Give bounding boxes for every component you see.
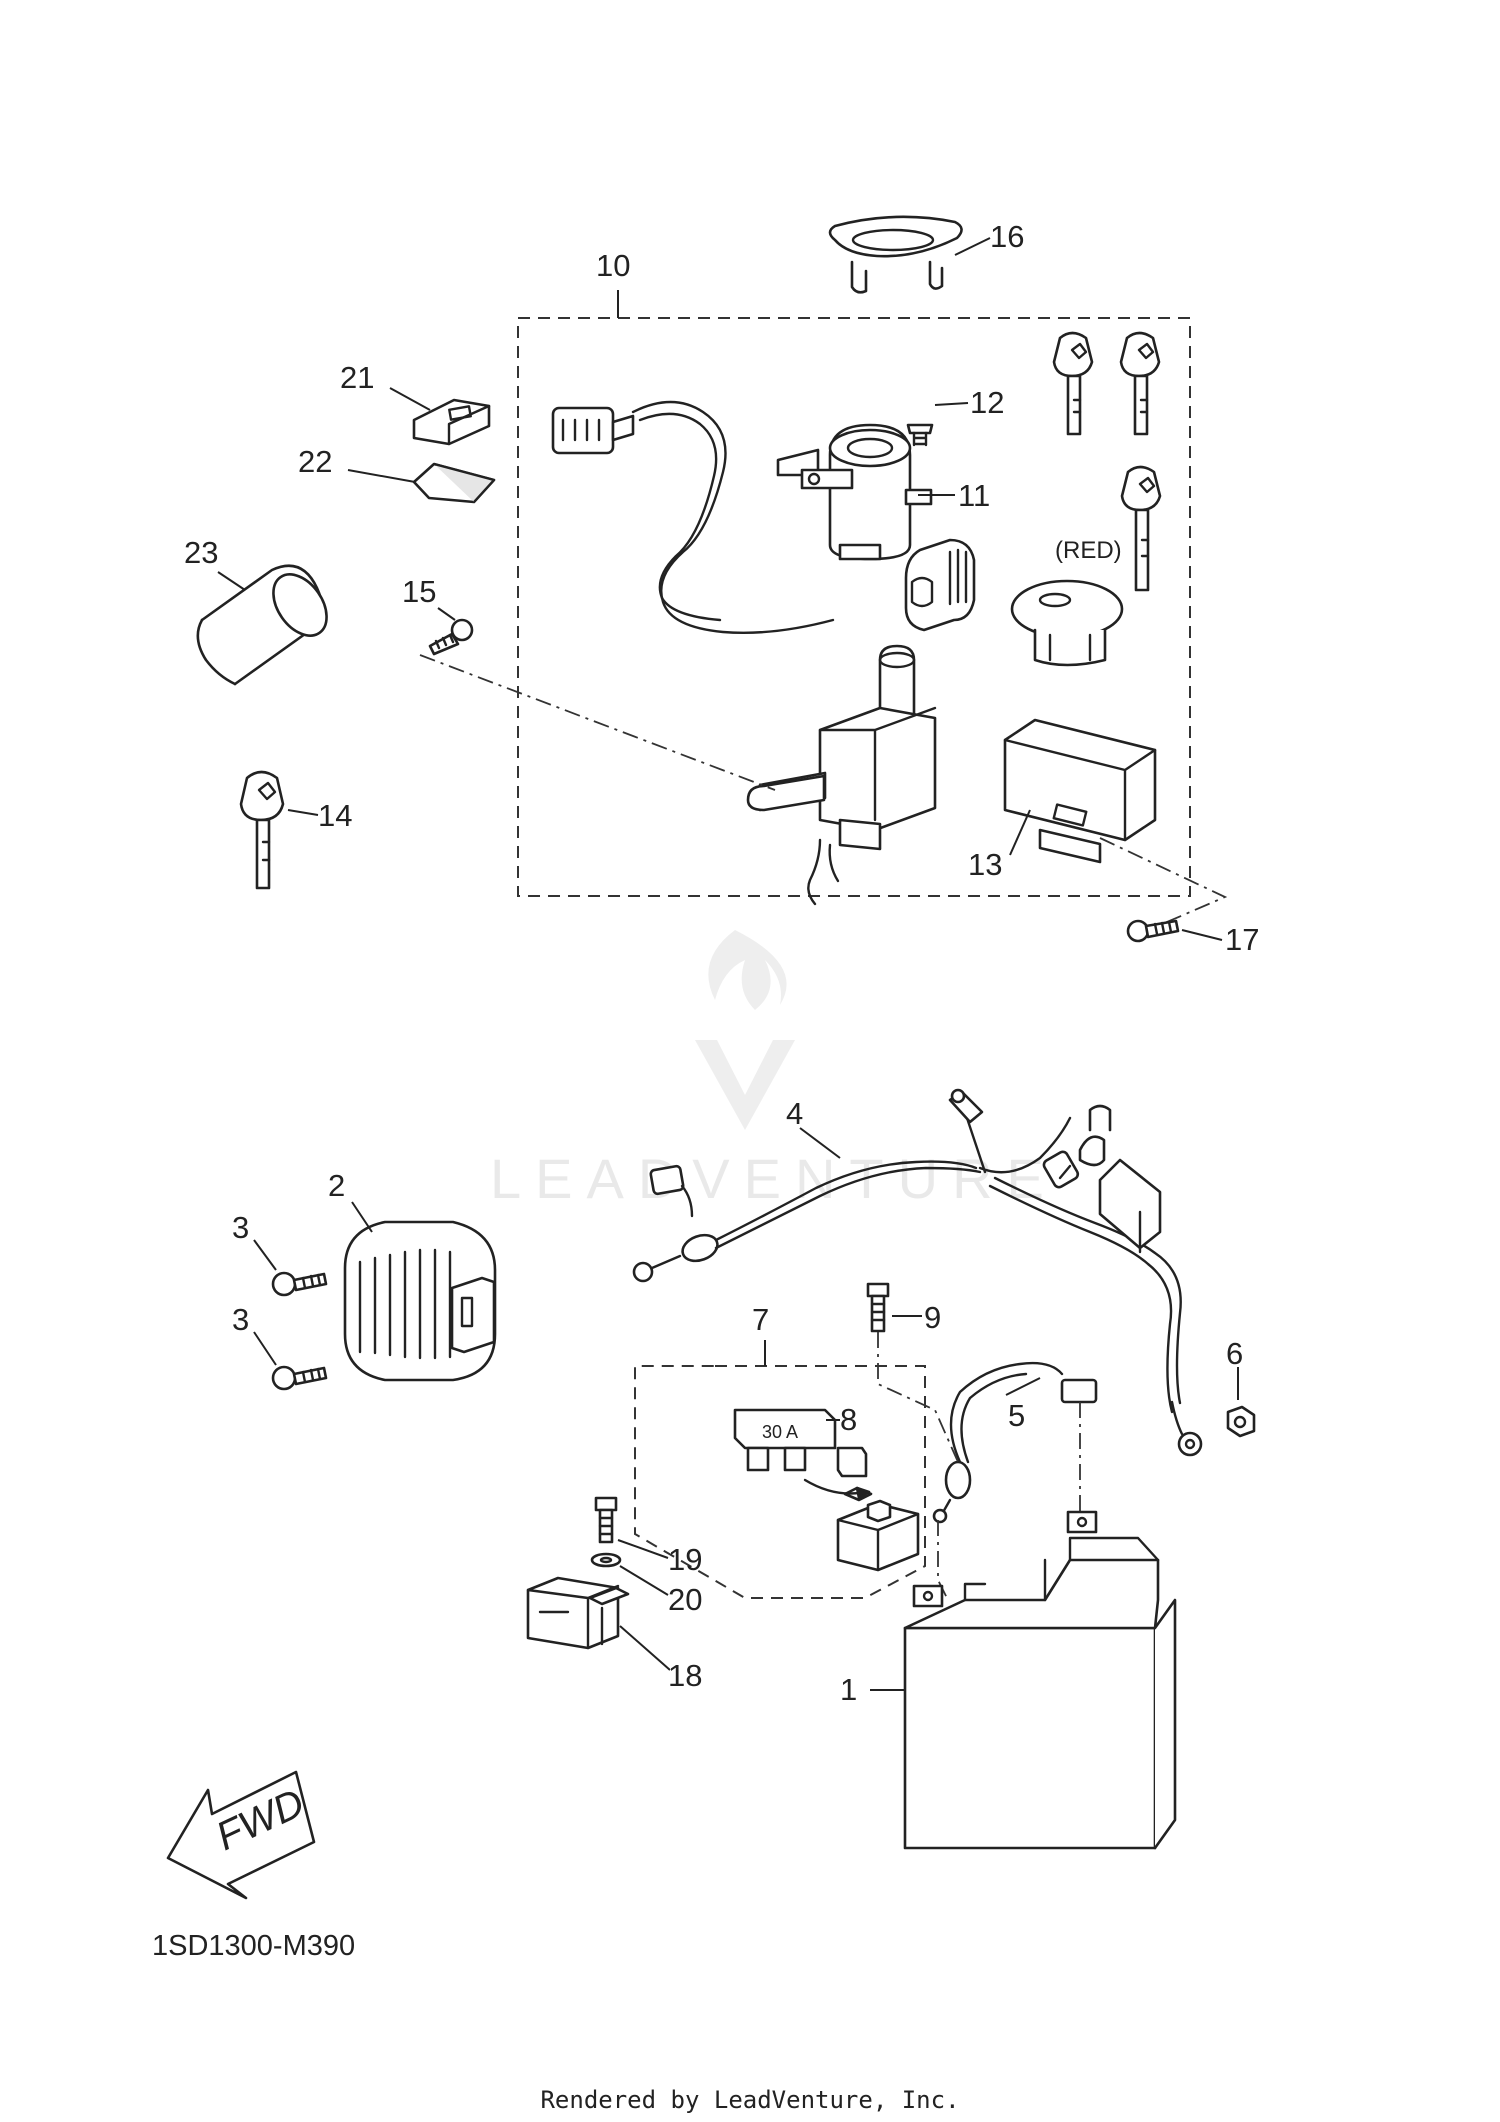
key-icon-kit-red: [1120, 465, 1162, 592]
callout-17: 17: [1225, 922, 1259, 957]
steering-lock-assembly: [746, 644, 937, 906]
part-14-key[interactable]: [239, 770, 285, 890]
part-23-tube[interactable]: [196, 564, 338, 686]
callout-8: 8: [840, 1402, 857, 1437]
part-15-screw[interactable]: [428, 618, 474, 656]
part-11-ignition-switch[interactable]: [551, 400, 933, 634]
starter-relay: [803, 1446, 920, 1572]
part-9-bolt[interactable]: [866, 1282, 890, 1333]
callout-9: 9: [924, 1300, 941, 1335]
callout-14: 14: [318, 798, 352, 833]
callout-5: 5: [1008, 1398, 1025, 1433]
part-4-wire-harness[interactable]: [632, 1088, 1203, 1457]
watermark: LEADVENTURE: [490, 930, 1058, 1210]
part-6-nut[interactable]: [1226, 1405, 1256, 1438]
lock-cylinder: [904, 538, 976, 632]
red-key-label: (RED): [1055, 537, 1122, 564]
part-3-bolt-upper[interactable]: [271, 1271, 328, 1297]
watermark-text: LEADVENTURE: [490, 1147, 1058, 1210]
callout-15: 15: [402, 574, 436, 609]
part-5-cable[interactable]: [932, 1361, 1098, 1524]
callout-20: 20: [668, 1582, 702, 1617]
kit-7-boundary: [634, 1365, 926, 1599]
fwd-direction-arrow: FWD: [166, 1770, 316, 1900]
part-3-bolt-lower[interactable]: [271, 1365, 328, 1391]
callout-10: 10: [596, 248, 630, 283]
key-icon-kit-2: [1119, 331, 1161, 436]
callout-18: 18: [668, 1658, 702, 1693]
part-12-screw[interactable]: [906, 423, 934, 447]
callout-3a: 3: [232, 1210, 249, 1245]
callout-13: 13: [968, 847, 1002, 882]
callout-11: 11: [958, 478, 990, 513]
callout-22: 22: [298, 444, 332, 479]
part-17-bolt[interactable]: [1126, 919, 1180, 943]
callout-4: 4: [786, 1096, 803, 1131]
seat-lock: [1010, 579, 1124, 667]
callout-1: 1: [840, 1672, 857, 1707]
diagram-code: 1SD1300-M390: [152, 1930, 356, 1962]
part-18-relay[interactable]: [526, 1576, 630, 1650]
callout-6: 6: [1226, 1336, 1243, 1371]
part-19-bolt[interactable]: [594, 1496, 618, 1544]
fuse-rating: 30 A: [762, 1422, 798, 1442]
callout-7: 7: [752, 1302, 769, 1337]
callout-21: 21: [340, 360, 374, 395]
part-21-cover[interactable]: [412, 398, 491, 446]
callout-2: 2: [328, 1168, 345, 1203]
part-1-battery[interactable]: [903, 1510, 1177, 1850]
part-8-fuse[interactable]: 30 A: [733, 1408, 837, 1472]
part-22-cover[interactable]: [412, 462, 496, 504]
kit-10-boundary: [517, 317, 1191, 897]
part-16-cap[interactable]: [828, 215, 963, 294]
callout-19: 19: [668, 1542, 702, 1577]
part-13-immobilizer[interactable]: [1003, 718, 1157, 864]
callout-23: 23: [184, 535, 218, 570]
part-2-rectifier[interactable]: [343, 1220, 497, 1382]
key-icon-kit-1: [1052, 331, 1094, 436]
callout-16: 16: [990, 219, 1024, 254]
callout-3b: 3: [232, 1302, 249, 1337]
part-20-washer[interactable]: [590, 1552, 622, 1568]
callout-12: 12: [970, 385, 1004, 420]
render-credit: Rendered by LeadVenture, Inc.: [540, 2086, 960, 2114]
